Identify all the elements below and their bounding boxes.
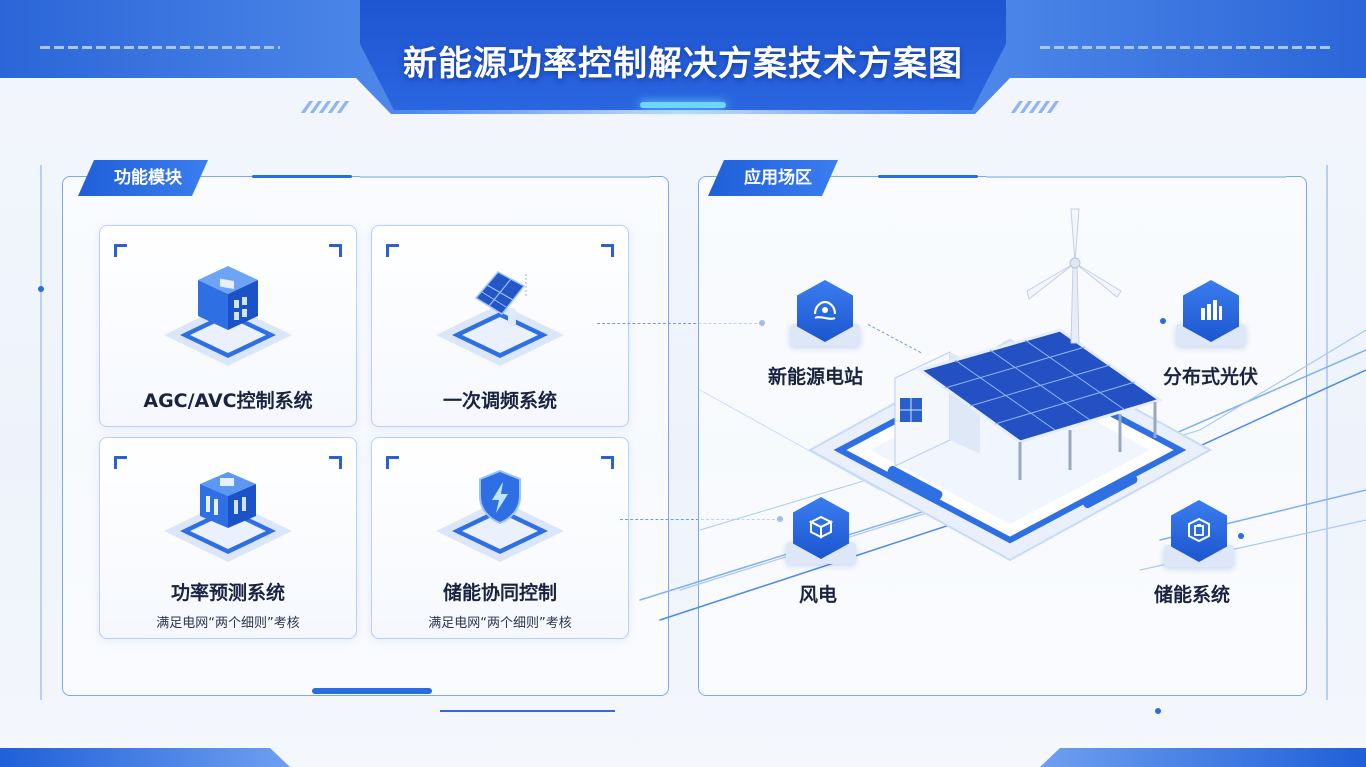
card-title: 功率预测系统 (170, 582, 285, 604)
card-power-forecast[interactable]: 功率预测系统 满足电网“两个细则”考核 (99, 437, 357, 639)
footer-band-left (0, 748, 290, 767)
platform (164, 500, 292, 562)
energy-station-illustration (807, 328, 1213, 562)
wind-turbine-illustration (1026, 208, 1122, 344)
card-title: 储能协同控制 (442, 582, 557, 604)
tag-accent-line (878, 175, 978, 178)
card-subtitle: 满足电网“两个细则”考核 (156, 616, 300, 631)
solar-panel-icon (474, 271, 527, 326)
shield-bolt-icon (479, 469, 521, 525)
distributed-pv-icon[interactable] (1183, 280, 1239, 342)
site-label-power-station: 新能源电站 (768, 366, 864, 388)
energy-storage-icon[interactable] (1171, 500, 1227, 562)
left-frame-line (40, 165, 42, 700)
connector-line (597, 323, 762, 324)
card-primary-frequency[interactable]: 一次调频系统 (371, 225, 629, 427)
header-title-plate (360, 0, 1006, 110)
site-label-wind-power: 风电 (799, 584, 838, 606)
footer-band-right (1040, 748, 1366, 767)
header-stripes-left (300, 98, 350, 113)
tag-thin-line (986, 176, 1286, 178)
function-module-tag: 功能模块 (78, 160, 208, 196)
card-agc-avc[interactable]: AGC/AVC控制系统 (99, 225, 357, 427)
tag-accent-line (252, 175, 352, 178)
control-cabinet-icon (198, 266, 258, 330)
platform (164, 304, 292, 366)
header-glow-bar (640, 102, 726, 108)
connector-dot (1238, 533, 1244, 539)
platform (436, 304, 564, 366)
card-storage-coordination[interactable]: 储能协同控制 满足电网“两个细则”考核 (371, 437, 629, 639)
header-dash-right (1040, 46, 1330, 49)
site-label-distributed-pv: 分布式光伏 (1163, 366, 1259, 388)
card-title: AGC/AVC控制系统 (143, 390, 313, 412)
right-frame-line (1326, 165, 1328, 700)
connector-dot (1160, 318, 1166, 324)
panel-bottom-accent (312, 688, 432, 694)
tag-thin-line (360, 176, 650, 178)
card-subtitle: 满足电网“两个细则”考核 (428, 616, 572, 631)
application-field-tag: 应用场区 (708, 160, 838, 196)
frame-dot (38, 286, 44, 292)
footer-accent-line (440, 710, 615, 712)
forecast-server-icon (200, 472, 256, 528)
header-dash-left (40, 46, 280, 49)
header-stripes-right (1010, 98, 1060, 113)
page-title: 新能源功率控制解决方案技术方案图 (403, 44, 963, 84)
site-label-energy-storage: 储能系统 (1154, 584, 1231, 606)
frame-dot (1155, 708, 1161, 714)
card-title: 一次调频系统 (442, 390, 557, 412)
